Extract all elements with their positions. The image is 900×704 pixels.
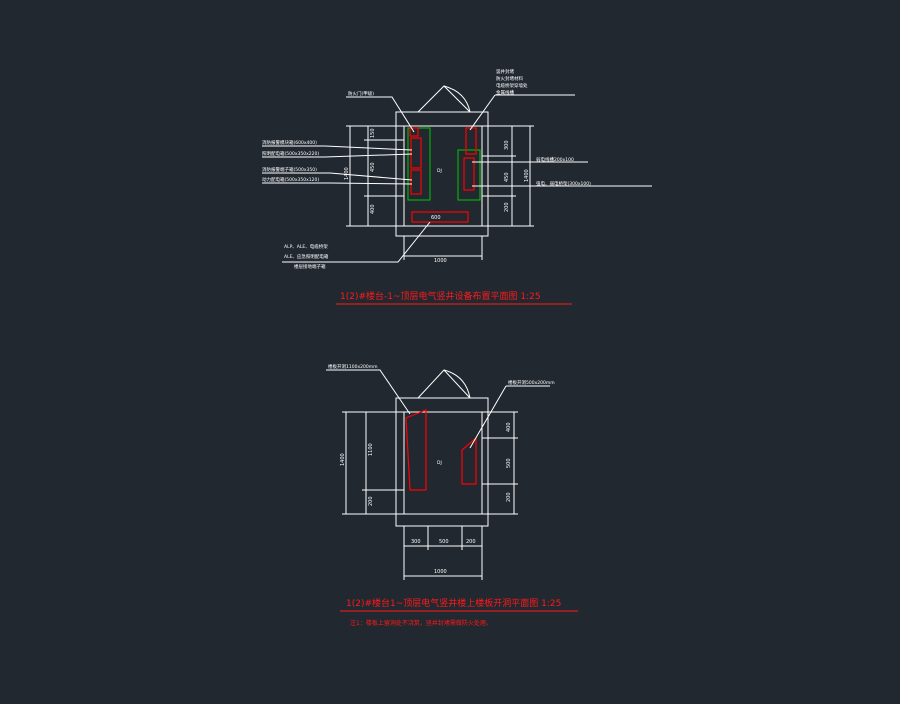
plan1-dim-right-top: 300 [504, 140, 510, 150]
plan1-leader-top-left [346, 96, 415, 133]
plan2-dim-right-bottom: 200 [506, 492, 512, 502]
plan1-door-opening [417, 85, 471, 113]
plan1-door-swing-arc [443, 85, 471, 113]
plan1-note-left-1: 消防报警模块箱(600x400) [262, 139, 317, 146]
plan2-inner-wall [403, 411, 483, 515]
plan2-dim-left-mid: 1100 [368, 443, 374, 456]
plan1-dim-left-bottom: 400 [370, 204, 376, 214]
plan1-note-tr-3: 电缆桥架穿墙处 [496, 82, 528, 89]
plan2-leader-right [469, 385, 507, 449]
plan2-title: 1(2)#楼台1~顶层电气竖井楼上楼板开洞平面图 1:25 [346, 597, 561, 609]
plan1-cabinet-left-2 [410, 169, 422, 195]
plan1-note-top-left: 防火门(甲级) [348, 90, 374, 97]
plan1-green-zone-left [407, 127, 431, 201]
plan1-dim-left-total: 1400 [344, 167, 350, 180]
plan1-dim-right-mid: 450 [504, 172, 510, 182]
plan1-note-right-2: 强电、弱电桥架(300x100) [536, 180, 591, 187]
plan2-drawing: DJ 1400 1100 200 400 500 200 300 500 200… [326, 363, 578, 627]
plan1-note-left-2: 照明配电箱(500x350x220) [262, 150, 319, 157]
plan1-leader-left-4 [262, 182, 413, 185]
plan1-dim-right-total: 1400 [524, 169, 530, 182]
plan1-note-bottom-2: ALE、应急照明配电箱 [284, 253, 329, 260]
plan1-cabinet-left-1 [410, 137, 422, 169]
plan2-dim-left-total: 1400 [340, 453, 346, 466]
plan1-cabinet-bottom [411, 211, 469, 223]
plan1-dim-bottom: 1000 [434, 258, 447, 264]
plan1-dim-right-bottom: 200 [504, 202, 510, 212]
plan1-note-bottom-3: 楼层接地端子箱 [294, 263, 326, 270]
plan1-leader-bottom [282, 221, 431, 263]
plan2-dim-bottom-mid: 500 [439, 539, 449, 545]
plan1-note-tr-2: 防火封堵材料 [496, 75, 523, 82]
plan1-note-tr-4: 金属线槽 [496, 89, 514, 96]
plan2-dim-right-top: 400 [506, 422, 512, 432]
plan1-room-label: DJ [437, 168, 442, 174]
plan1-leader-left-3 [262, 172, 413, 181]
plan1-inner-wall [403, 125, 483, 227]
plan1-cabinet-right-2 [463, 157, 475, 191]
plan2-dim-left-bottom: 200 [368, 496, 374, 506]
plan1-note-left-4: 动力配电箱(500x350x120) [262, 176, 319, 183]
plan1-title: 1(2)#楼台-1~顶层电气竖井设备布置平面图 1:25 [340, 290, 541, 302]
plan1-note-tr-1: 竖井封堵 [496, 68, 514, 75]
plan2-note-left: 楼板开洞1100x200mm [328, 363, 377, 370]
plan2-opening-left [405, 409, 427, 491]
plan2-note: 注1：楼板上留洞处不浇筑，竖井封堵需做防火处理。 [350, 619, 492, 627]
plan1-green-zone-right [457, 149, 481, 201]
plan2-room-label: DJ [437, 460, 442, 466]
plan1-drawing: 600 DJ 150 450 400 1400 300 450 200 1400… [262, 68, 652, 305]
plan2-dim-bottom-left: 300 [411, 539, 421, 545]
plan1-cabinet-top-left [409, 127, 419, 137]
plan2-dim-bottom-right: 200 [466, 539, 476, 545]
plan2-leader-left [326, 369, 411, 415]
plan1-room-outline [395, 111, 489, 237]
plan1-note-right-1: 弱电线槽200x100 [536, 156, 574, 163]
plan2-room-outline [395, 397, 489, 527]
plan2-dim-bottom-total: 1000 [434, 569, 447, 575]
plan1-leader-left-1 [262, 145, 413, 151]
plan1-dim-left-mid: 450 [370, 162, 376, 172]
plan2-door-swing-arc [443, 369, 471, 399]
plan1-cabinet-bottom-dim: 600 [431, 215, 441, 221]
plan2-dim-right-mid: 500 [506, 458, 512, 468]
plan1-note-bottom-1: ALP、ALE、电缆桥架 [284, 243, 328, 250]
plan2-note-right: 楼板开洞500x200mm [508, 379, 555, 386]
plan1-dim-top-left: 150 [370, 128, 376, 138]
plan1-note-left-3: 消防报警端子箱(500x350) [262, 166, 317, 173]
plan2-opening-right [461, 436, 477, 485]
plan1-leader-left-2 [262, 153, 413, 158]
plan2-door-opening [417, 369, 471, 399]
plan1-leader-top-right [469, 94, 496, 131]
